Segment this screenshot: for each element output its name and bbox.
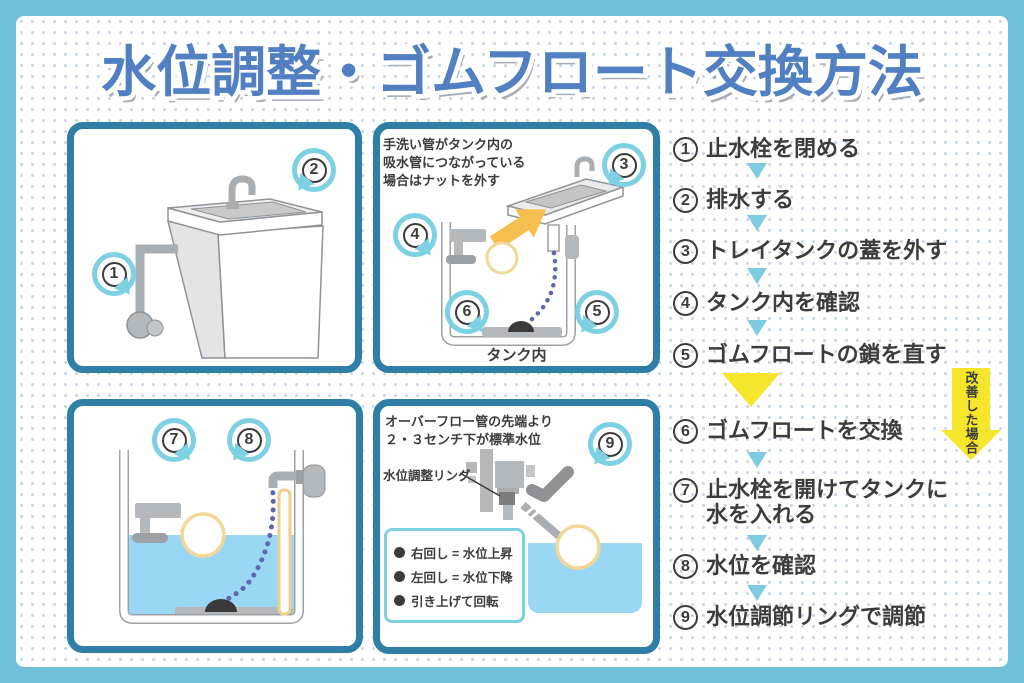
step-9: 9 水位調節リングで調節 <box>673 604 926 630</box>
page-title-text: 水位調整・ゴムフロート交換方法 <box>101 41 923 103</box>
panel-tank-filled: 7 8 <box>67 399 363 653</box>
step-5: 5 ゴムフロートの鎖を直す <box>673 342 947 368</box>
callout-number: 3 <box>611 152 637 178</box>
step-text: 排水する <box>706 187 795 212</box>
branch-arrow-body <box>952 368 990 430</box>
panel-tank-exterior: 2 1 <box>67 122 362 373</box>
step-text: 水位を確認 <box>706 553 817 578</box>
callout-number: 1 <box>101 261 127 287</box>
tank-exterior-illustration <box>126 175 324 359</box>
callout-7: 7 <box>152 418 196 462</box>
bullet-icon <box>394 570 405 582</box>
legend-text: 右回し = 水位上昇 <box>411 546 513 561</box>
callout-number: 5 <box>584 299 610 325</box>
step-text: 止水栓を開けてタンクに 水を入れる <box>706 477 949 528</box>
page-title-outline: 水位調整・ゴムフロート交換方法 <box>97 37 928 108</box>
bullet-icon <box>394 546 405 558</box>
step-8: 8 水位を確認 <box>673 553 816 579</box>
tank-filled-illustration <box>119 450 326 624</box>
step-arrow-icon <box>747 268 767 284</box>
panel-tank-interior: 手洗い管がタンク内の 吸水管につながっている 場合はナットを外す タンク内 3 … <box>373 122 660 373</box>
dotted-background: 水位調整・ゴムフロート交換方法 水位調整・ゴムフロート交換方法 <box>16 16 1008 667</box>
callout-4: 4 <box>393 213 437 257</box>
callout-number: 6 <box>454 299 480 325</box>
tank-caption: タンク内 <box>486 347 547 364</box>
step-arrow-highlight-icon <box>722 373 780 407</box>
step-arrow-icon <box>747 535 767 551</box>
step-number: 8 <box>673 554 698 579</box>
callout-number: 8 <box>236 427 262 453</box>
legend-text: 引き上げて回転 <box>411 594 499 609</box>
step-arrow-icon <box>747 215 767 231</box>
legend-box: 右回し = 水位上昇 左回し = 水位下降 引き上げて回転 <box>384 528 525 623</box>
callout-number: 7 <box>161 427 187 453</box>
step-number: 4 <box>673 291 698 316</box>
step-1: 1 止水栓を閉める <box>673 136 860 162</box>
water-adjust-illustration <box>459 449 642 613</box>
step-text: 止水栓を閉める <box>706 136 861 161</box>
step-text: ゴムフロートを交換 <box>706 418 903 443</box>
step-arrow-icon <box>747 585 767 601</box>
step-number: 2 <box>673 188 698 213</box>
callout-number: 2 <box>301 157 327 183</box>
step-3: 3 トレイタンクの蓋を外す <box>673 238 947 264</box>
callout-8: 8 <box>227 418 271 462</box>
legend-item: 右回し = 水位上昇 <box>394 540 515 564</box>
step-2: 2 排水する <box>673 187 794 213</box>
step-arrow-icon <box>747 452 767 468</box>
branch-arrow-head-icon <box>941 430 1001 460</box>
step-number: 5 <box>673 343 698 368</box>
page-title: 水位調整・ゴムフロート交換方法 水位調整・ゴムフロート交換方法 <box>16 36 1008 112</box>
legend-item: 引き上げて回転 <box>394 588 515 612</box>
step-arrow-icon <box>747 320 767 336</box>
step-6: 6 ゴムフロートを交換 <box>673 418 903 444</box>
step-text: トレイタンクの蓋を外す <box>706 238 948 263</box>
step-text: ゴムフロートの鎖を直す <box>706 342 947 367</box>
callout-6: 6 <box>445 290 489 334</box>
callout-number: 9 <box>597 431 623 457</box>
callout-2: 2 <box>292 148 336 192</box>
step-arrow-icon <box>747 163 767 179</box>
branch-label: 改善した場合 <box>963 371 979 455</box>
step-number: 1 <box>673 137 698 162</box>
step-4: 4 タンク内を確認 <box>673 290 860 316</box>
ring-label: 水位調整リング <box>383 469 471 483</box>
callout-number: 4 <box>402 222 428 248</box>
bullet-icon <box>394 594 405 606</box>
step-7: 7 止水栓を開けてタンクに 水を入れる <box>673 477 948 528</box>
branch-arrow: 改善した場合 <box>941 368 1001 460</box>
panel-water-adjust: オーバーフロー管の先端より ２・３センチ下が標準水位 水位調整リング 右回し =… <box>373 399 660 654</box>
interior-note: 手洗い管がタンク内の 吸水管につながっている 場合はナットを外す <box>383 137 526 188</box>
step-text: タンク内を確認 <box>706 290 861 315</box>
adjust-note: オーバーフロー管の先端より ２・３センチ下が標準水位 <box>385 414 553 447</box>
callout-1: 1 <box>92 252 136 296</box>
step-number: 7 <box>673 478 698 503</box>
step-text: 水位調節リングで調節 <box>706 604 927 629</box>
step-number: 9 <box>673 605 698 630</box>
callout-5: 5 <box>575 290 619 334</box>
step-number: 3 <box>673 239 698 264</box>
tank-interior-illustration <box>441 156 626 346</box>
legend-item: 左回し = 水位下降 <box>394 564 515 588</box>
callout-3: 3 <box>602 143 646 187</box>
callout-9: 9 <box>588 422 632 466</box>
legend-text: 左回し = 水位下降 <box>411 570 513 585</box>
step-number: 6 <box>673 419 698 444</box>
